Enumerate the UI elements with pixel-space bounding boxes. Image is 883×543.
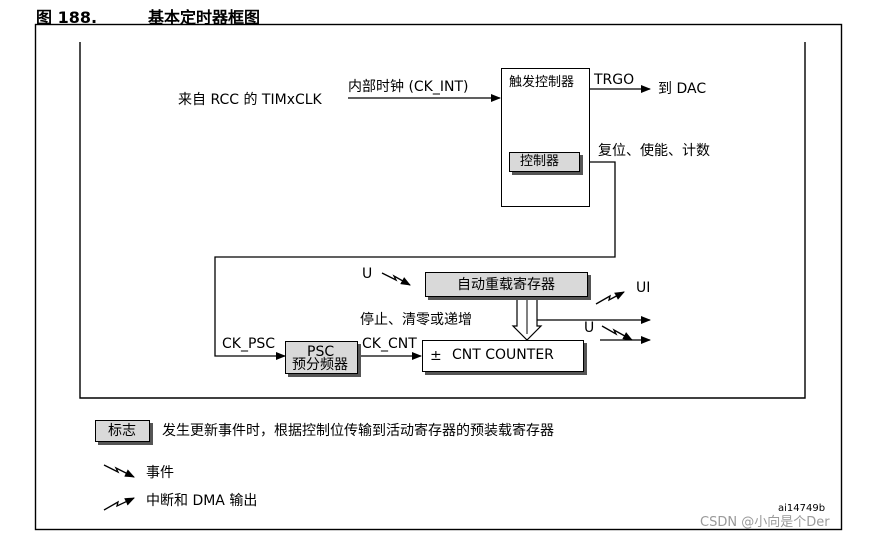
ui-label: UI — [636, 280, 651, 296]
reset-enable-count-label: 复位、使能、计数 — [598, 143, 710, 159]
controller-box — [509, 152, 580, 172]
cnt-counter-label: CNT COUNTER — [452, 347, 554, 363]
interrupt-bolt-ui — [595, 291, 625, 305]
u-event-out-label: U — [584, 320, 595, 336]
ck-psc-label: CK_PSC — [222, 336, 276, 352]
figure-code: ai14749b — [778, 503, 826, 514]
auto-reload-register-box — [425, 272, 588, 297]
cnt-pm-sign: ± — [430, 348, 442, 364]
legend-event-bolt — [103, 464, 135, 478]
outer-frame — [34, 23, 843, 531]
legend-interrupt-bolt — [103, 497, 135, 511]
legend-flag-box — [95, 420, 150, 442]
inner-frame — [79, 42, 806, 399]
u-event-in-label: U — [362, 266, 373, 282]
ck-int-label: 内部时钟 (CK_INT) — [348, 79, 469, 95]
prescaler-label: 预分频器 — [292, 357, 348, 373]
stop-clear-label: 停止、清零或递增 — [360, 312, 472, 328]
legend-interrupt-label: 中断和 DMA 输出 — [146, 493, 258, 509]
auto-reload-register-label: 自动重载寄存器 — [457, 277, 555, 293]
figure-title: 基本定时器框图 — [148, 8, 261, 27]
prescaler-box — [285, 341, 358, 374]
ck-cnt-label: CK_CNT — [362, 336, 417, 352]
to-dac-label: 到 DAC — [658, 81, 707, 97]
control-path — [214, 161, 616, 360]
event-bolt-in — [381, 272, 411, 286]
trigger-controller-box — [501, 68, 590, 207]
watermark: CSDN @小向是个Der — [700, 515, 830, 530]
clock-source-label: 来自 RCC 的 TIMxCLK — [178, 92, 322, 108]
event-bolt-u — [601, 325, 633, 341]
cnt-counter-box — [422, 340, 584, 372]
legend-event-label: 事件 — [146, 465, 174, 481]
legend-flag-description: 发生更新事件时，根据控制位传输到活动寄存器的预装载寄存器 — [162, 423, 554, 439]
psc-label: PSC — [307, 344, 335, 360]
trgo-label: TRGO — [594, 72, 635, 88]
trigger-controller-label: 触发控制器 — [509, 75, 575, 90]
legend-flag-label: 标志 — [108, 423, 136, 439]
figure-number: 图 188. — [36, 8, 98, 27]
controller-label: 控制器 — [520, 154, 560, 169]
